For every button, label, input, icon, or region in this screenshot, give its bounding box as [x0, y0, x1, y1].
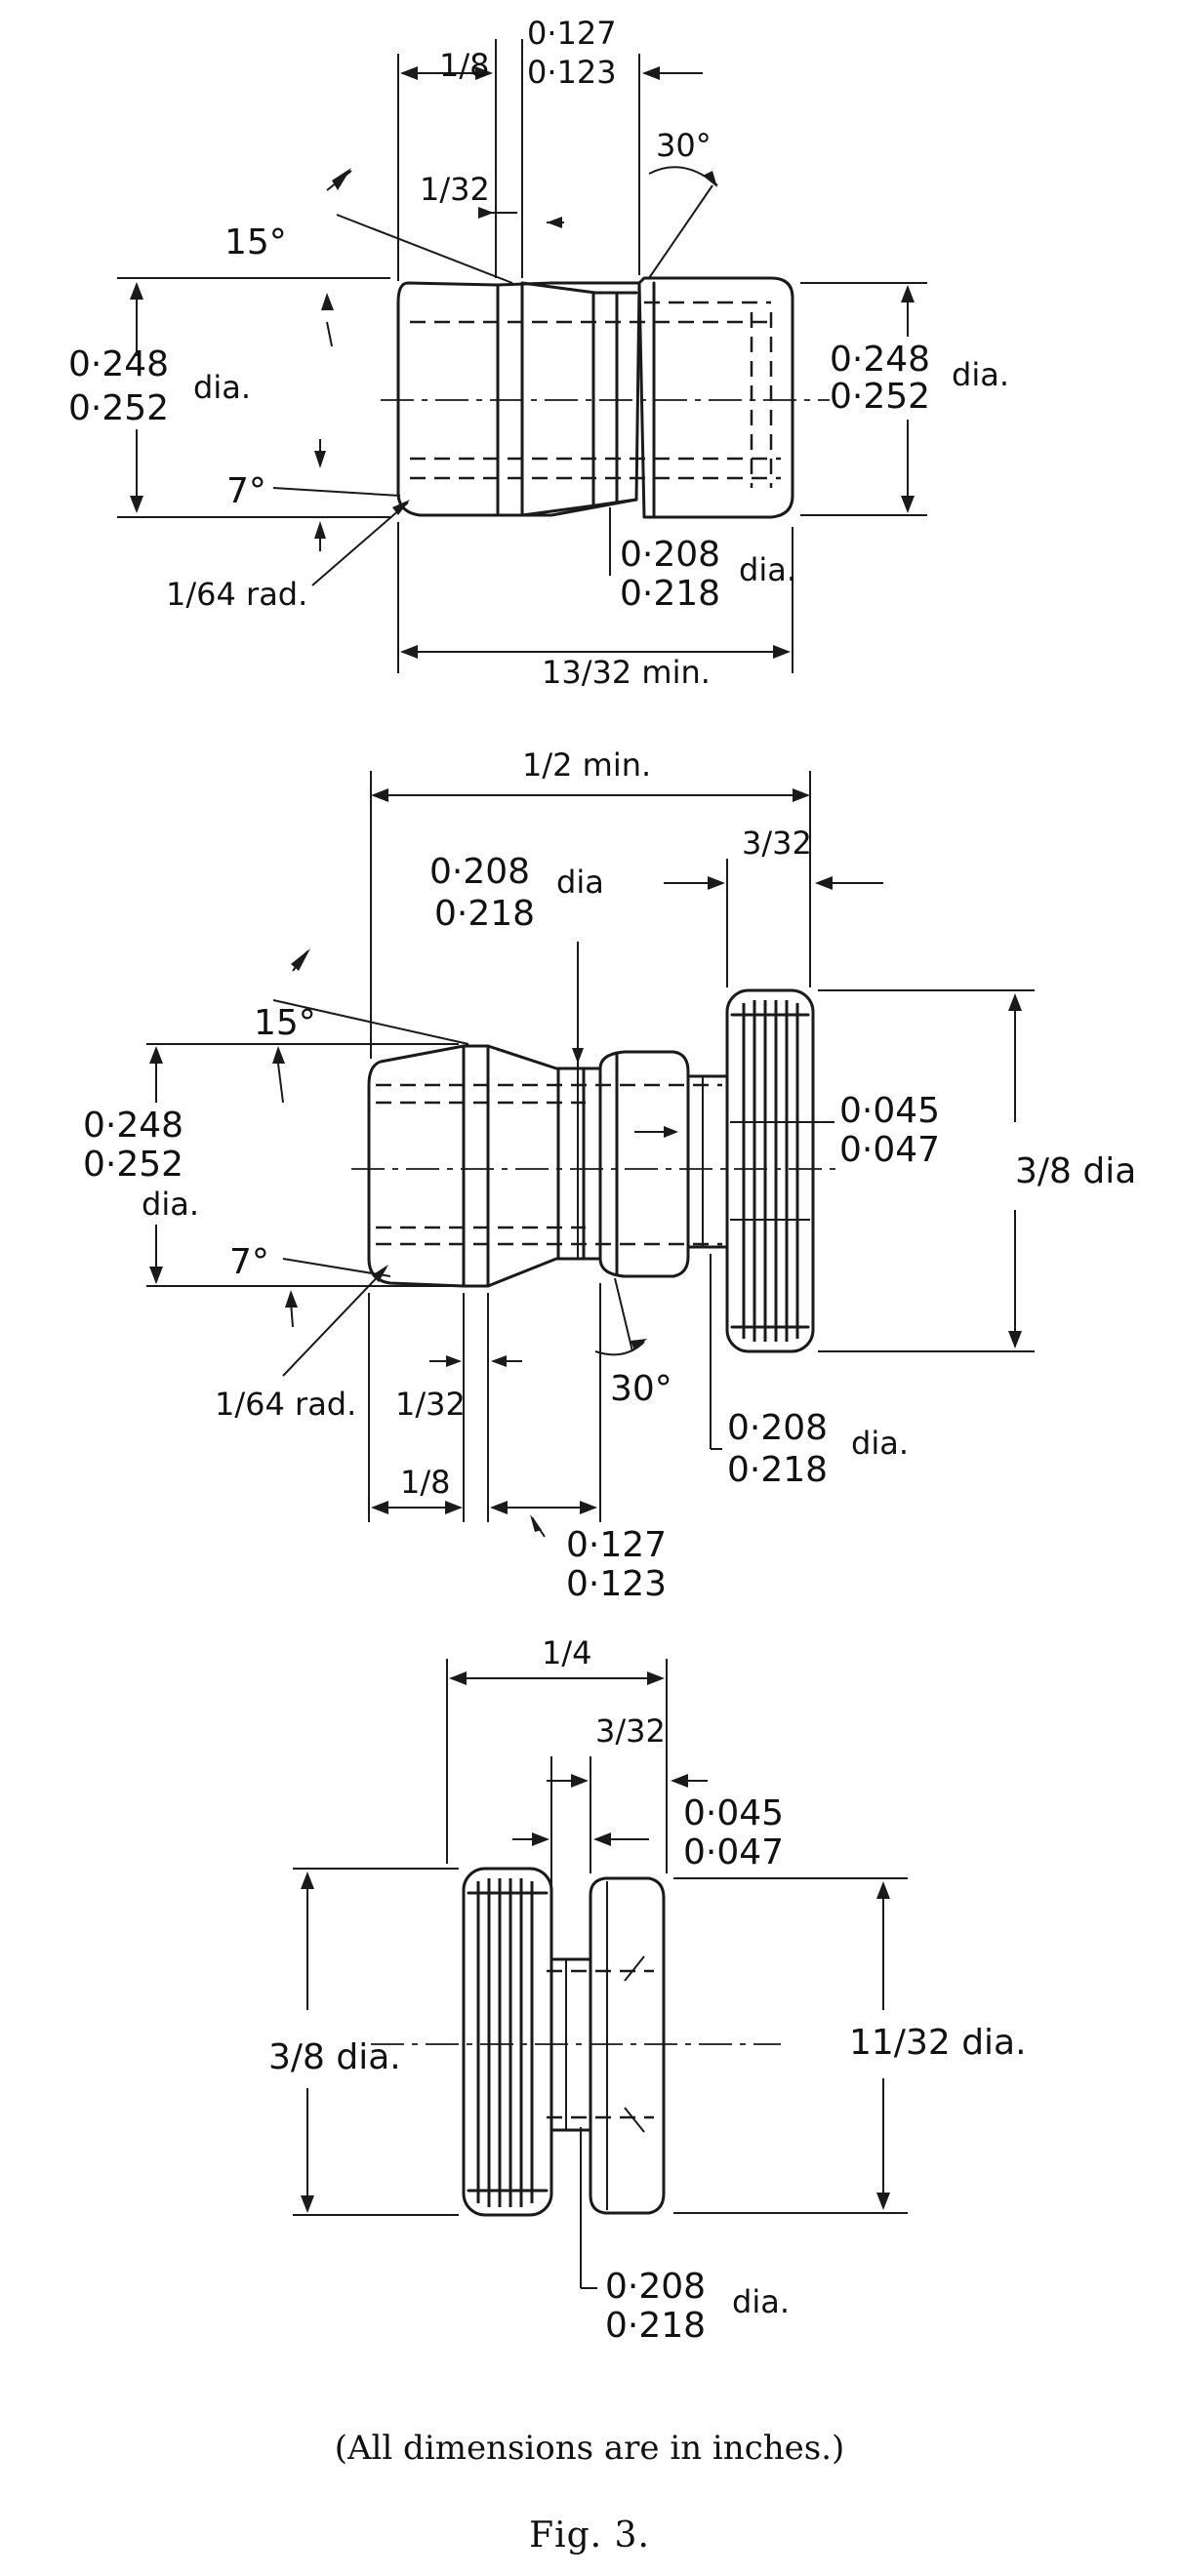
bottom-neck-b: 0·218: [605, 2306, 706, 2346]
middle-shank-b: 0·218: [727, 1450, 828, 1490]
top-frac-1-8: 1/8: [439, 47, 490, 84]
figure-label: Fig. 3.: [529, 2516, 650, 2556]
bottom-dimension-lines: [293, 1659, 908, 2289]
bottom-gap-a: 0·045: [683, 1793, 784, 1833]
top-rad-label: 1/64 rad.: [166, 576, 307, 613]
top-neck-unit: dia.: [739, 551, 796, 588]
top-part-outline: [381, 276, 830, 519]
middle-dia-a: 0·248: [83, 1106, 183, 1146]
middle-angle-15: 15°: [254, 1003, 316, 1043]
top-dia-right-b: 0·252: [830, 377, 930, 417]
dimensions-caption: (All dimensions are in inches.): [335, 2429, 845, 2468]
middle-dimension-lines: [146, 771, 1035, 1538]
top-dia-right-a: 0·248: [830, 340, 930, 380]
top-neck-a: 0·208: [620, 535, 720, 575]
middle-dia-unit: dia.: [142, 1186, 199, 1223]
bottom-dimension-labels: 1/4 3/32 0·045 0·047 3/8 dia. 11/32 dia.…: [268, 1634, 1027, 2346]
bottom-neck-unit: dia.: [732, 2283, 790, 2320]
bottom-view: 1/4 3/32 0·045 0·047 3/8 dia. 11/32 dia.…: [268, 1634, 1027, 2346]
top-dia-left-a: 0·248: [68, 344, 169, 384]
middle-frac-1-32: 1/32: [395, 1386, 466, 1423]
middle-knurled-head: [725, 988, 815, 1353]
top-frac-1-32: 1/32: [420, 171, 490, 208]
middle-bore-b: 0·218: [434, 894, 535, 934]
middle-part-outline: [351, 1044, 839, 1288]
middle-angle-30: 30°: [610, 1369, 672, 1409]
top-neck-b: 0·218: [620, 574, 720, 614]
middle-angle-7: 7°: [229, 1242, 269, 1282]
bottom-gap-b: 0·047: [683, 1832, 784, 1872]
top-dia-left-unit: dia.: [193, 369, 251, 406]
top-dimension-lines: [117, 39, 927, 673]
middle-view: 1/2 min. 3/32 0·208 dia 0·218 15° 0·248 …: [83, 746, 1136, 1604]
middle-frac-3-32: 3/32: [742, 825, 812, 862]
middle-len-0127: 0·127: [566, 1525, 667, 1565]
top-dia-right-unit: dia.: [952, 356, 1009, 393]
middle-rad-label: 1/64 rad.: [215, 1386, 356, 1423]
middle-overall-label: 1/2 min.: [522, 746, 651, 784]
bottom-overall-label: 1/4: [542, 1634, 592, 1671]
top-len-0123: 0·123: [527, 54, 617, 91]
top-view: 1/8 0·127 0·123 30° 1/32 15° 0·248 0·252…: [68, 15, 1009, 691]
middle-shank-unit: dia.: [851, 1425, 909, 1462]
middle-bore-a: 0·208: [429, 852, 530, 892]
bottom-collar-dia: 11/32 dia.: [849, 2023, 1027, 2063]
top-len-0127: 0·127: [527, 15, 617, 52]
top-dimension-labels: 1/8 0·127 0·123 30° 1/32 15° 0·248 0·252…: [68, 15, 1009, 691]
middle-dimension-labels: 1/2 min. 3/32 0·208 dia 0·218 15° 0·248 …: [83, 746, 1136, 1604]
middle-dia-b: 0·252: [83, 1145, 183, 1185]
middle-len-0123: 0·123: [566, 1564, 667, 1604]
middle-bore-unit: dia: [556, 864, 604, 901]
middle-pin-b: 0·047: [839, 1130, 940, 1170]
bottom-frac-3-32: 3/32: [595, 1712, 666, 1750]
bottom-part-outline: [371, 1867, 781, 2217]
middle-pin-a: 0·045: [839, 1091, 940, 1131]
top-angle-15: 15°: [224, 222, 287, 262]
middle-head-dia: 3/8 dia: [1015, 1151, 1136, 1191]
bottom-neck-a: 0·208: [605, 2267, 706, 2307]
top-angle-30: 30°: [656, 127, 712, 164]
top-angle-7: 7°: [226, 471, 266, 511]
middle-shank-a: 0·208: [727, 1408, 828, 1448]
middle-frac-1-8: 1/8: [400, 1464, 451, 1501]
bottom-knurl-dia: 3/8 dia.: [268, 2037, 401, 2077]
top-overall-label: 13/32 min.: [542, 654, 711, 691]
top-dia-left-b: 0·252: [68, 388, 169, 428]
